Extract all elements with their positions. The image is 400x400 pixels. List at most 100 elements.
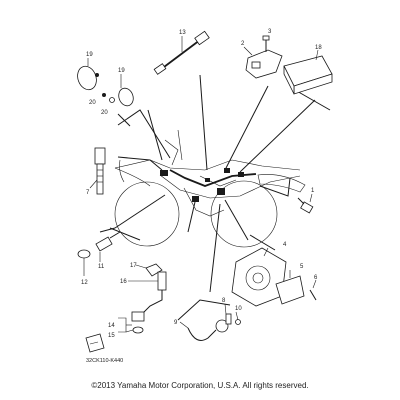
harness-connector-4 [224,168,230,173]
part-12-cap [77,249,91,259]
harness-connector-3 [192,196,199,202]
callout-line-10 [235,311,239,321]
callout-line-8 [224,303,227,315]
frame-lower-line [159,174,301,199]
callout-9: 9 [174,320,178,326]
ref-code-arrow-line [89,341,99,345]
leader-8 [209,203,221,293]
callout-4: 4 [283,242,287,248]
part-1-body [300,201,314,214]
part-4-stator-assembly [231,247,317,307]
part-4-cover [231,247,287,307]
part-20-washer-a [109,97,115,103]
fork-tube [177,129,183,161]
frame-seg-c [109,227,141,241]
callout-6: 6 [314,275,318,281]
harness-connector-5 [238,172,244,177]
callout-12: 12 [81,280,88,286]
part-11-body [95,236,113,252]
front-wheel [114,181,180,247]
callout-11: 11 [98,264,105,270]
rear-fender [257,174,306,193]
callout-line-18 [315,49,319,61]
harness-connector-2 [217,188,225,195]
leader-16 [187,201,196,233]
part-13-connector [153,30,210,75]
harness-connector-6 [205,178,210,182]
part-5-regulator [275,275,305,305]
callout-15: 15 [108,333,115,339]
front-number-plate [119,159,125,183]
callout-20b: 20 [101,110,108,116]
part-6-bolt [309,289,317,301]
leader-lines [99,74,331,321]
part-8-pin [225,313,232,325]
callout-17: 17 [130,263,137,269]
frame-top-line [114,159,301,171]
leader-13 [199,74,208,171]
leader-11b [114,194,166,229]
harness-connector-1 [160,170,168,176]
leader-4 [224,199,249,241]
callout-1: 1 [311,188,315,194]
part-13-plug-b [194,30,210,46]
callout-14: 14 [108,323,115,329]
part-11-lead [109,231,121,239]
part-7-ignition-coil [89,147,106,195]
frame-seg-b [294,89,331,111]
callout-line-17 [135,264,147,269]
leader-19b [147,109,163,161]
callout-line-6 [312,279,317,289]
part-20-nut [102,93,106,97]
part-19-horn-group [77,58,134,107]
callout-line-1 [309,193,313,203]
part-14-sensor-harness [118,263,167,334]
callout-line-7 [89,179,98,189]
part-13-plug-a [153,63,167,75]
part-3-bolt-head [262,35,270,41]
part-7-cap [94,147,106,165]
rear-wheel [210,180,278,248]
callout-19b: 19 [118,68,125,74]
callout-2: 2 [241,41,245,47]
part-1-lead [297,197,305,205]
part-19-disc-a [77,65,97,91]
callout-10: 10 [235,306,242,312]
part-16-connector [157,271,167,291]
ref-code: 32CK110-K440 [86,358,123,364]
frame-seg-a [117,113,131,127]
part-1-sensor [297,193,314,214]
callout-bracket-14 [118,317,127,333]
ref-code-marker [85,333,105,353]
engine-outline [183,187,225,217]
part-8-plate [215,319,229,333]
part-10-screw [235,319,241,325]
copyright-notice: ©2013 Yamaha Motor Corporation, U.S.A. A… [91,381,309,390]
callout-line-15 [125,329,134,333]
part-2-ecu [243,35,283,79]
callout-line-2 [243,46,253,56]
part-19-disc-b [118,87,134,107]
frame-seg-d [177,299,231,321]
leader-18 [239,99,316,173]
callout-13: 13 [179,30,186,36]
callout-7: 7 [86,190,90,196]
callout-numbers: 19 19 20 20 13 2 3 18 7 1 11 12 17 16 14… [81,29,322,364]
leader-7 [117,156,163,171]
callout-20a: 20 [89,100,96,106]
motorcycle-outline [114,129,306,248]
part-9-wire [187,327,217,341]
part-2-body [245,49,283,79]
callout-line-4 [263,247,269,257]
leader-1 [259,177,291,197]
part-19-stud [95,73,99,77]
part-13-lead [159,39,201,71]
part-14-sensor [131,311,145,322]
handlebar-fork [164,139,179,166]
callout-8: 8 [222,298,226,304]
part-15-o-ring [132,326,144,334]
callout-line-9 [179,321,189,329]
leader-19 [117,109,171,159]
